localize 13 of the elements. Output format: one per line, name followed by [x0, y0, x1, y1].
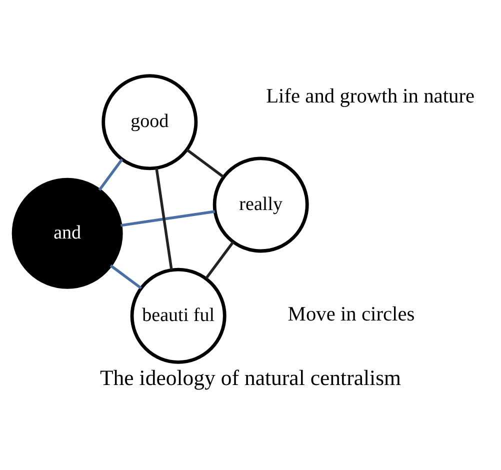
connector — [205, 240, 234, 279]
connector — [110, 264, 142, 289]
node-circle: good — [102, 74, 198, 170]
caption: The ideology of natural centralism — [100, 366, 401, 390]
connector — [120, 210, 216, 226]
node-circle: really — [212, 156, 309, 252]
node-circle: and — [12, 177, 123, 288]
node-circle: beauti ful — [130, 267, 226, 364]
label: Life and growth in nature — [266, 85, 475, 108]
connector — [98, 158, 124, 190]
connector — [155, 167, 173, 270]
label: Move in circles — [288, 303, 415, 326]
connector — [186, 148, 224, 178]
